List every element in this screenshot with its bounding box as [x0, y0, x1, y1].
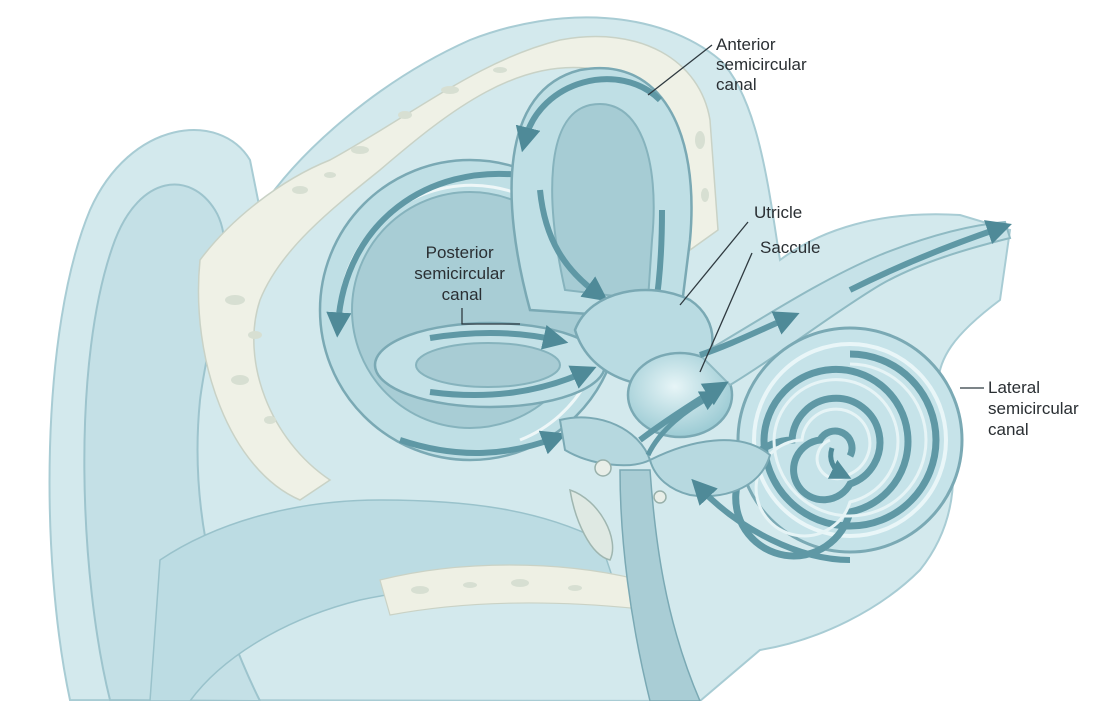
- saccule-body: [626, 351, 734, 439]
- ear-drum: [569, 488, 614, 561]
- small-loop-inner: [415, 342, 561, 388]
- cochlear-duct: [648, 439, 772, 498]
- anterior-canal-flow: [515, 76, 663, 153]
- lower-return-arrow: [691, 478, 851, 563]
- leader-utricle: [679, 221, 749, 306]
- label-utricle: Utricle: [754, 203, 802, 222]
- ear-helix: [83, 183, 262, 701]
- bone-texture: [225, 67, 709, 594]
- leader-anterior: [647, 44, 713, 96]
- ossicle: [594, 459, 612, 477]
- leader-posterior: [461, 308, 520, 325]
- posterior-canal-flow-lower: [399, 430, 567, 456]
- anterior-canal-inner: [551, 102, 655, 302]
- posterior-canal-flow: [326, 170, 521, 338]
- nerve-flow-arrow: [848, 220, 1012, 293]
- leader-saccule: [699, 252, 753, 373]
- eustachian-tube: [619, 469, 701, 701]
- label-posterior-semicircular-canal: Posterior semicircular canal: [414, 243, 509, 304]
- small-loop-flow-bottom: [429, 365, 597, 399]
- anterior-canal-flow-down: [537, 189, 609, 302]
- label-anterior-semicircular-canal: Anterior semicircular canal: [716, 35, 811, 94]
- label-saccule: Saccule: [760, 238, 820, 257]
- label-lateral-semicircular-canal: Lateral semicircular canal: [988, 378, 1083, 439]
- tube-arrow: [645, 391, 722, 457]
- lateral-canal-spiral: [732, 326, 964, 560]
- small-loop-flow-top: [429, 324, 569, 350]
- ossicle-small: [653, 490, 667, 504]
